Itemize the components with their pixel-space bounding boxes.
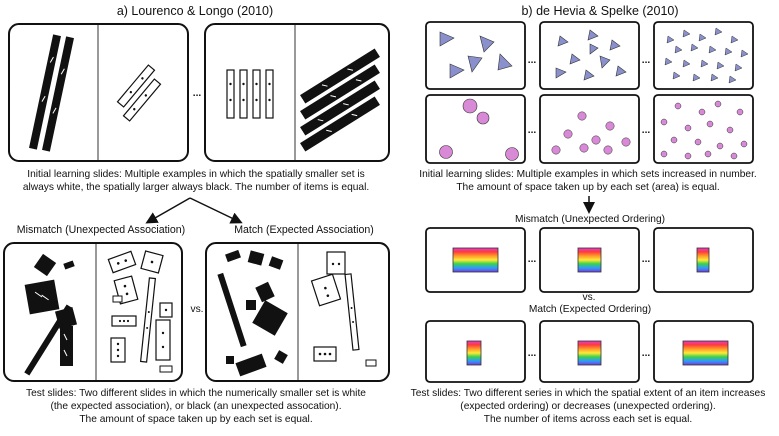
panel-b-test-caption-line3: The number of items across each set is e… bbox=[483, 414, 693, 425]
black-bar bbox=[300, 64, 380, 120]
panel-a-initial-caption-line1: Initial learning slides: Multiple exampl… bbox=[27, 169, 365, 180]
panel-b-vs-label: vs. bbox=[582, 292, 596, 303]
panel-a-ellipsis: ... bbox=[192, 88, 202, 99]
black-bar bbox=[217, 272, 247, 348]
white-rect bbox=[310, 273, 342, 307]
panel-b-match-slide-1 bbox=[425, 320, 526, 383]
panel-b-test-caption-line1: Test slides: Two different series in whi… bbox=[410, 388, 766, 399]
white-rect bbox=[111, 315, 137, 327]
panel-b-mismatch-slide-3 bbox=[653, 227, 754, 293]
arrow-to-match bbox=[189, 197, 243, 224]
white-bar bbox=[265, 69, 274, 119]
white-rect bbox=[110, 337, 126, 363]
panel-b-circle-slide-1 bbox=[425, 94, 526, 164]
panel-b-ellipsis-1: ... bbox=[527, 55, 537, 66]
panel-a-test-caption-line3: The amount of space taken up by each set… bbox=[79, 414, 313, 425]
panel-b-title: b) de Hevia & Spelke (2010) bbox=[521, 4, 679, 18]
white-rect bbox=[155, 319, 171, 361]
white-rect bbox=[313, 346, 337, 362]
panel-b-ellipsis-8: ... bbox=[641, 348, 651, 359]
white-bar bbox=[139, 277, 157, 363]
panel-b-triangle-slide-3 bbox=[653, 21, 754, 90]
panel-b-triangle-slide-1 bbox=[425, 21, 526, 90]
white-bar bbox=[226, 69, 235, 119]
panel-b-ellipsis-3: ... bbox=[527, 125, 537, 136]
panel-a-test-slide-match bbox=[205, 242, 390, 382]
panel-a-title: a) Lourenco & Longo (2010) bbox=[116, 4, 274, 18]
panel-b-initial-caption-line1: Initial learning slides: Multiple exampl… bbox=[419, 169, 757, 180]
panel-b-match-label: Match (Expected Ordering) bbox=[528, 304, 652, 315]
panel-b-triangle-slide-2 bbox=[539, 21, 640, 90]
black-square bbox=[252, 300, 288, 336]
black-square bbox=[24, 279, 60, 315]
panel-a-initial-slide-2 bbox=[204, 23, 390, 162]
panel-a-test-slide-mismatch bbox=[3, 242, 183, 382]
panel-b-mismatch-label: Mismatch (Unexpected Ordering) bbox=[514, 214, 666, 225]
panel-b-match-slide-3 bbox=[653, 320, 754, 383]
panel-a-mismatch-label: Mismatch (Unexpected Association) bbox=[16, 224, 186, 236]
white-rect bbox=[107, 250, 137, 274]
black-square bbox=[54, 306, 78, 330]
panel-a-test-caption-line1: Test slides: Two different slides in whi… bbox=[26, 388, 366, 399]
panel-b-circle-slide-3 bbox=[653, 94, 754, 164]
panel-b-ellipsis-7: ... bbox=[527, 348, 537, 359]
black-bar bbox=[300, 80, 380, 136]
black-bar bbox=[42, 36, 74, 152]
black-bar bbox=[300, 48, 380, 104]
panel-a-initial-slide-1 bbox=[8, 23, 189, 162]
black-bar bbox=[29, 34, 61, 150]
panel-a-test-caption-line2: (the expected association), or black (an… bbox=[50, 401, 342, 412]
panel-b-mismatch-slide-2 bbox=[539, 227, 640, 293]
white-bar bbox=[122, 78, 162, 122]
panel-b-ellipsis-2: ... bbox=[641, 55, 651, 66]
panel-b-initial-caption-line2: The amount of space taken up by each set… bbox=[456, 182, 720, 193]
panel-a-match-label: Match (Expected Association) bbox=[234, 224, 374, 236]
white-bar bbox=[252, 69, 261, 119]
panel-b-circle-slide-2 bbox=[539, 94, 640, 164]
black-bar bbox=[300, 96, 380, 152]
panel-b-match-slide-2 bbox=[539, 320, 640, 383]
white-bar bbox=[344, 273, 360, 351]
arrow-to-mismatch bbox=[145, 197, 191, 224]
panel-b-ellipsis-4: ... bbox=[641, 125, 651, 136]
panel-b-test-caption-line2: (expected ordering) or decreases (unexpe… bbox=[460, 401, 716, 412]
white-square bbox=[140, 250, 164, 274]
white-rect bbox=[159, 302, 173, 318]
black-diamond bbox=[33, 253, 57, 277]
panel-b-ellipsis-6: ... bbox=[641, 254, 651, 265]
panel-a-initial-caption-line2: always white, the spatially larger alway… bbox=[22, 182, 370, 193]
panel-a-vs-label: vs. bbox=[190, 304, 204, 315]
white-bar bbox=[116, 64, 156, 108]
white-rect bbox=[326, 251, 346, 275]
panel-b-mismatch-slide-1 bbox=[425, 227, 526, 293]
panel-b-ellipsis-5: ... bbox=[527, 254, 537, 265]
white-bar bbox=[239, 69, 248, 119]
